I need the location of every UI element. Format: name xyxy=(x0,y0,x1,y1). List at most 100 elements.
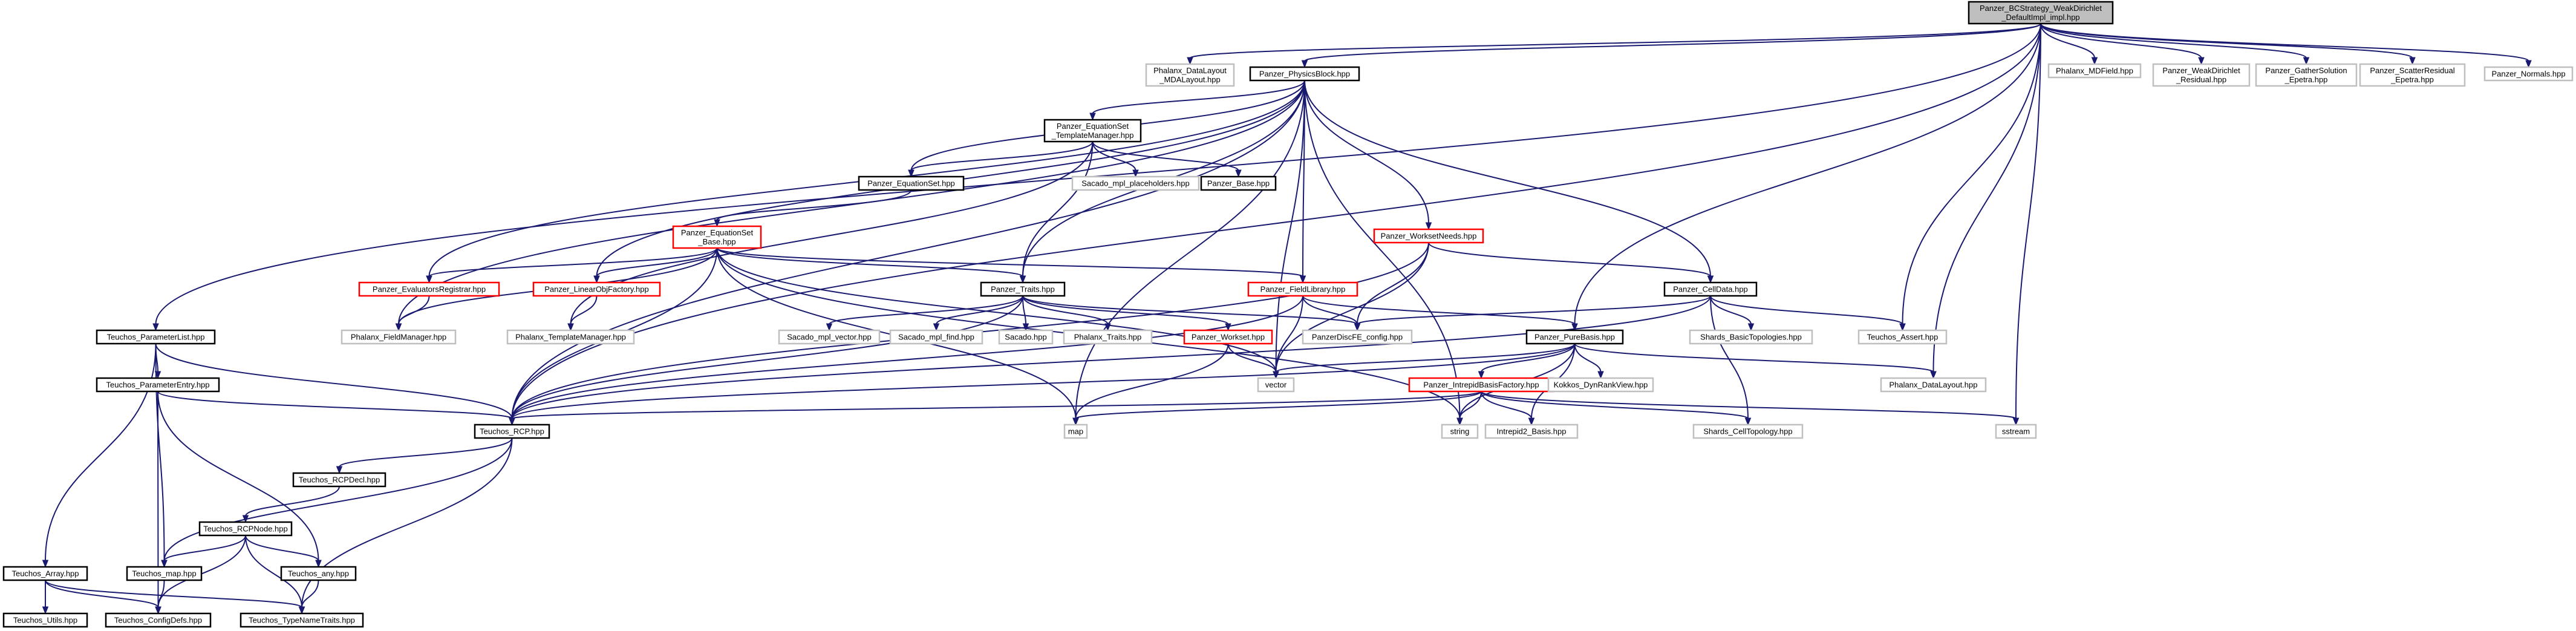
node-eqset[interactable]: Panzer_EquationSet.hpp xyxy=(858,175,965,191)
node-teuchos_array[interactable]: Teuchos_Array.hpp xyxy=(2,566,88,581)
node-eqset_base[interactable]: Panzer_EquationSet_Base.hpp xyxy=(672,225,762,249)
node-phx_datalayout[interactable]: Phalanx_DataLayout.hpp xyxy=(1880,377,1987,393)
node-phx_mdalayout[interactable]: Phalanx_DataLayout_MDALayout.hpp xyxy=(1145,63,1235,87)
node-box xyxy=(532,281,661,297)
node-gather_epetra[interactable]: Panzer_GatherSolution_Epetra.hpp xyxy=(2255,63,2358,87)
node-teuchos_map[interactable]: Teuchos_map.hpp xyxy=(126,566,203,581)
edge-line xyxy=(155,23,2041,325)
node-label: Panzer_FieldLibrary.hpp xyxy=(1260,285,1346,294)
node-root[interactable]: Panzer_BCStrategy_WeakDirichlet_DefaultI… xyxy=(1968,1,2114,25)
node-paramentry[interactable]: Teuchos_ParameterEntry.hpp xyxy=(96,377,220,393)
node-typenametraits[interactable]: Teuchos_TypeNameTraits.hpp xyxy=(240,612,364,628)
edge-teuchos_array-to-teuchos_utils xyxy=(42,580,49,615)
node-teuchos_any[interactable]: Teuchos_any.hpp xyxy=(280,566,357,581)
edge-arrowhead xyxy=(161,560,168,568)
edge-root-to-gather_epetra xyxy=(2040,23,2310,65)
edge-traits-to-rcp xyxy=(509,295,1023,426)
node-box xyxy=(1995,423,2037,439)
node-box xyxy=(980,281,1066,297)
edge-arrowhead xyxy=(155,606,161,615)
edge-arrowhead xyxy=(1089,113,1096,121)
node-box xyxy=(240,612,364,628)
node-phx_tm[interactable]: Phalanx_TemplateManager.hpp xyxy=(506,329,635,345)
node-kokkos_dynrank[interactable]: Kokkos_DynRankView.hpp xyxy=(1547,377,1654,393)
node-intrepid2_basis[interactable]: Intrepid2_Basis.hpp xyxy=(1484,423,1579,439)
node-label: Panzer_Normals.hpp xyxy=(2491,70,2565,79)
node-box xyxy=(506,329,635,345)
node-celldata[interactable]: Panzer_CellData.hpp xyxy=(1663,281,1758,297)
node-phx_fieldmanager[interactable]: Phalanx_FieldManager.hpp xyxy=(341,329,457,345)
edge-arrowhead xyxy=(1456,417,1463,426)
edge-line xyxy=(45,343,157,561)
node-box xyxy=(96,377,220,393)
edge-arrowhead xyxy=(426,275,432,284)
node-sstream[interactable]: sstream xyxy=(1995,423,2037,439)
node-panzer_base[interactable]: Panzer_Base.hpp xyxy=(1200,175,1277,191)
edge-rcpnode-to-teuchos_map xyxy=(161,535,246,568)
node-fieldlibrary[interactable]: Panzer_FieldLibrary.hpp xyxy=(1247,281,1358,297)
node-discfe[interactable]: PanzerDiscFE_config.hpp xyxy=(1302,329,1413,345)
node-shards_celltop[interactable]: Shards_CellTopology.hpp xyxy=(1692,423,1804,439)
node-label: vector xyxy=(1265,381,1287,390)
node-string[interactable]: string xyxy=(1441,423,1479,439)
edge-line xyxy=(2040,23,2413,59)
node-label: sstream xyxy=(2002,427,2030,436)
node-shards_basictop[interactable]: Shards_BasicTopologies.hpp xyxy=(1689,329,1813,345)
node-phx_mdfield[interactable]: Phalanx_MDField.hpp xyxy=(2047,63,2142,79)
node-teuchos_assert[interactable]: Teuchos_Assert.hpp xyxy=(1857,329,1948,345)
node-box xyxy=(1249,66,1360,82)
edge-traits-to-phx_traits xyxy=(1022,295,1111,332)
edge-arrowhead xyxy=(1022,323,1029,332)
node-mpl_find[interactable]: Sacado_mpl_find.hpp xyxy=(889,329,983,345)
edge-celldata-to-discfe xyxy=(1354,295,1711,332)
node-configdefs[interactable]: Teuchos_ConfigDefs.hpp xyxy=(105,612,212,628)
edge-root-to-teuchos_assert xyxy=(1899,23,2041,332)
edge-line xyxy=(910,141,1094,171)
edge-eqset_tm-to-mpl_placeholders xyxy=(1092,141,1139,178)
node-label: _Epetra.hpp xyxy=(2284,75,2328,84)
node-vector[interactable]: vector xyxy=(1257,377,1295,393)
node-lof[interactable]: Panzer_LinearObjFactory.hpp xyxy=(532,281,661,297)
edge-eqset_tm-to-eqset xyxy=(908,141,1094,178)
node-traits[interactable]: Panzer_Traits.hpp xyxy=(980,281,1066,297)
node-label: Shards_BasicTopologies.hpp xyxy=(1700,333,1802,342)
edge-line xyxy=(1302,295,1358,325)
edge-line xyxy=(511,80,1305,419)
node-mpl_placeholders[interactable]: Sacado_mpl_placeholders.hpp xyxy=(1071,175,1200,191)
node-wd_residual[interactable]: Panzer_WeakDirichlet_Residual.hpp xyxy=(2152,63,2251,87)
edge-rcpdecl-to-rcpnode xyxy=(242,486,340,523)
node-rcpdecl[interactable]: Teuchos_RCPDecl.hpp xyxy=(292,472,386,488)
node-eval_registrar[interactable]: Panzer_EvaluatorsRegistrar.hpp xyxy=(358,281,500,297)
edge-purebasis-to-vector xyxy=(1273,343,1576,379)
edge-line xyxy=(155,343,513,419)
node-box xyxy=(1063,423,1088,439)
edge-arrowhead xyxy=(298,606,305,615)
node-mpl_vector[interactable]: Sacado_mpl_vector.hpp xyxy=(778,329,881,345)
edge-arrowhead xyxy=(1425,222,1432,230)
node-sacado[interactable]: Sacado.hpp xyxy=(998,329,1054,345)
edge-arrowhead xyxy=(2303,57,2310,65)
node-workset[interactable]: Panzer_Workset.hpp xyxy=(1183,329,1273,345)
node-eqset_tm[interactable]: Panzer_EquationSet_TemplateManager.hpp xyxy=(1043,119,1142,143)
node-box xyxy=(292,472,386,488)
node-normals[interactable]: Panzer_Normals.hpp xyxy=(2483,66,2574,82)
node-map[interactable]: map xyxy=(1063,423,1088,439)
node-teuchos_utils[interactable]: Teuchos_Utils.hpp xyxy=(2,612,88,628)
edge-paramlist-to-teuchos_array xyxy=(42,343,157,568)
node-label: Panzer_EquationSet.hpp xyxy=(867,179,955,188)
node-rcpnode[interactable]: Teuchos_RCPNode.hpp xyxy=(198,521,293,537)
node-purebasis[interactable]: Panzer_PureBasis.hpp xyxy=(1525,329,1624,345)
node-label: Panzer_Workset.hpp xyxy=(1192,333,1265,342)
node-scatter_epetra[interactable]: Panzer_ScatterResidual_Epetra.hpp xyxy=(2359,63,2466,87)
node-phx_traits[interactable]: Phalanx_Traits.hpp xyxy=(1063,329,1153,345)
node-intrepid_factory[interactable]: Panzer_IntrepidBasisFactory.hpp xyxy=(1408,377,1554,393)
edge-arrowhead xyxy=(1571,323,1578,332)
edge-arrowhead xyxy=(242,515,249,523)
node-worksetneeds[interactable]: Panzer_WorksetNeeds.hpp xyxy=(1373,228,1484,244)
node-physicsblock[interactable]: Panzer_PhysicsBlock.hpp xyxy=(1249,66,1360,82)
node-label: Panzer_EquationSet xyxy=(1057,122,1129,131)
edge-line xyxy=(398,295,430,325)
node-paramlist[interactable]: Teuchos_ParameterList.hpp xyxy=(96,329,216,345)
node-rcp[interactable]: Teuchos_RCP.hpp xyxy=(474,423,550,439)
edge-arrowhead xyxy=(1597,371,1604,379)
